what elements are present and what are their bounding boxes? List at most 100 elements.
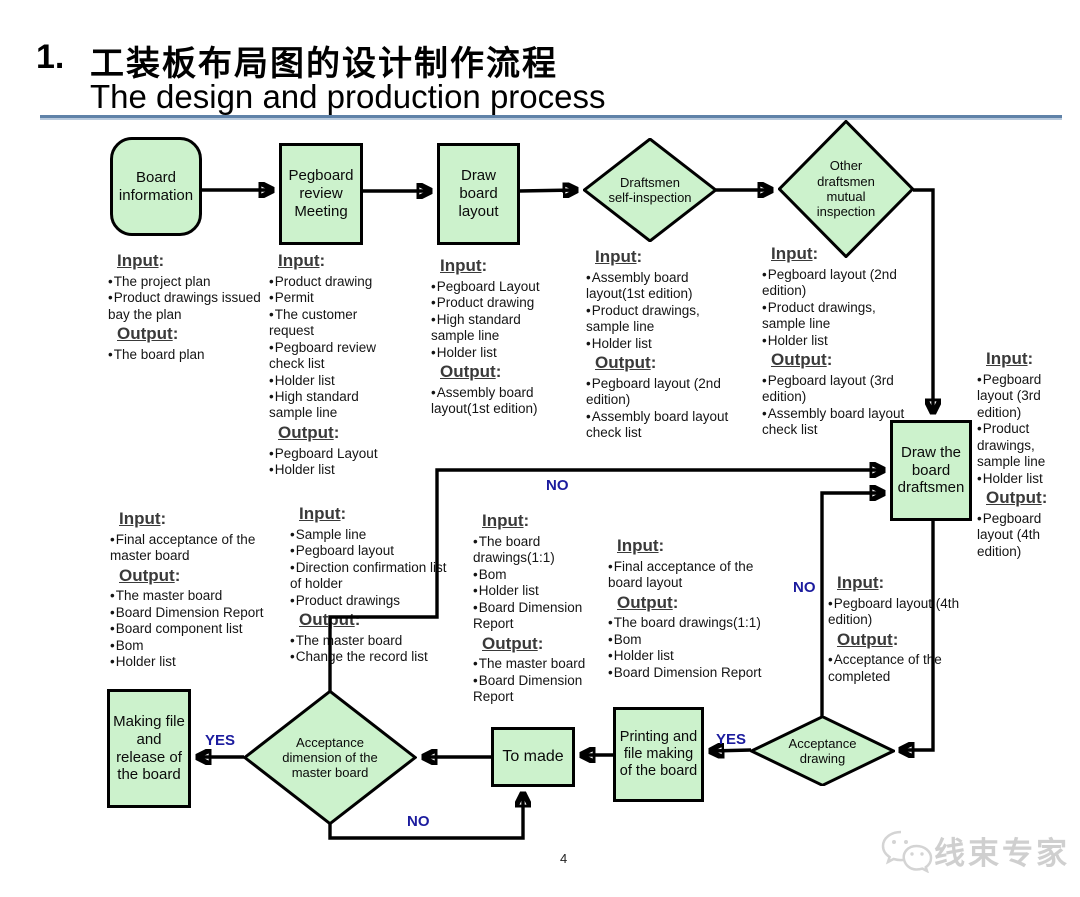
node-label: Acceptance dimension of the master board (282, 734, 378, 781)
io-block-making-file: Input: Final acceptance of the master bo… (110, 508, 290, 672)
list-item: The board drawings(1:1) (608, 615, 788, 631)
list-item: The master board (473, 656, 625, 672)
list-item: Board Dimension Report (473, 600, 625, 633)
list-item: Product drawing (431, 295, 566, 311)
colon: : (1041, 488, 1048, 508)
decision-acceptance-dimension: Acceptance dimension of the master board (243, 690, 417, 825)
list-item: Product drawings, sample line (586, 303, 736, 336)
list-item: Assembly board layout check list (762, 406, 922, 439)
list-item: Pegboard layout (3rd edition) (977, 372, 1077, 421)
output-label: Output (117, 324, 173, 344)
list-item: Product drawings issued bay the plan (108, 290, 278, 323)
output-label: Output (119, 565, 175, 585)
edge-draw-to-acceptance-drawing (901, 521, 935, 750)
list-item: Pegboard layout (4th edition) (828, 596, 988, 629)
input-label: Input (119, 509, 161, 528)
list-item: Final acceptance of the board layout (608, 559, 788, 592)
colon: : (354, 610, 361, 630)
output-label: Output (617, 592, 673, 612)
list-item: Acceptance of the completed (828, 652, 988, 685)
list-item: Product drawings, sample line (977, 421, 1077, 470)
diamond-shape (778, 120, 914, 258)
list-item: Pegboard layout (2nd edition) (586, 376, 736, 409)
input-list: Final acceptance of the board layout (608, 559, 788, 592)
list-item: Direction confirmation list of holder (290, 560, 448, 593)
list-item: Assembly board layout check list (586, 409, 736, 442)
colon: : (672, 592, 679, 612)
node-label: Making file and release of the board (113, 713, 185, 784)
list-item: High standard sample line (269, 389, 399, 422)
colon: : (826, 350, 833, 370)
list-item: Assembly board layout(1st edition) (431, 385, 566, 418)
colon: : (1027, 349, 1034, 368)
list-item: Holder list (586, 336, 736, 352)
colon: : (340, 504, 347, 523)
list-item: The master board (110, 588, 290, 604)
colon: : (333, 422, 340, 442)
colon: : (158, 251, 165, 270)
colon: : (495, 362, 502, 382)
edge-dimension-no-to-tomade (328, 794, 523, 840)
output-list: The master boardBoard Dimension ReportBo… (110, 588, 290, 670)
list-item: High standard sample line (431, 312, 566, 345)
list-item: Pegboard layout (290, 543, 448, 559)
list-item: Holder list (977, 471, 1077, 487)
list-item: Product drawings (290, 593, 448, 609)
input-list: Assembly board layout(1st edition)Produc… (586, 270, 736, 352)
input-list: Final acceptance of the master board (110, 532, 290, 565)
input-label: Input (595, 247, 637, 266)
output-list: Assembly board layout(1st edition) (431, 385, 566, 418)
edge-yes-to-printing (711, 750, 752, 751)
list-item: Pegboard Layout (431, 279, 566, 295)
list-item: Bom (110, 638, 290, 654)
colon: : (174, 565, 181, 585)
list-item: Holder list (762, 333, 922, 349)
colon: : (537, 633, 544, 653)
node-to-made: To made (491, 727, 575, 787)
colon: : (319, 251, 326, 270)
list-item: Bom (608, 632, 788, 648)
decision-acceptance-drawing: Acceptance drawing (750, 716, 895, 786)
output-label: Output (986, 488, 1042, 508)
list-item: Holder list (431, 345, 566, 361)
list-item: Sample line (290, 527, 448, 543)
list-item: The board plan (108, 347, 278, 363)
io-block-acceptance: Input: Pegboard layout (4th edition) Out… (828, 572, 988, 686)
watermark-text: 线束专家 (934, 836, 1070, 871)
input-list: Sample linePegboard layoutDirection conf… (290, 527, 448, 609)
list-item: Board component list (110, 621, 290, 637)
io-block-board-information: Input: The project planProduct drawings … (108, 250, 278, 364)
colon: : (878, 573, 885, 592)
output-list: Pegboard layout (2nd edition)Assembly bo… (586, 376, 736, 442)
title-chinese: 工装板布局图的设计制作流程 (90, 45, 558, 83)
output-label: Output (837, 629, 893, 649)
title-english: The design and production process (90, 78, 606, 115)
wechat-watermark-icon (881, 830, 933, 873)
list-item: The project plan (108, 274, 278, 290)
node-draw-the-board-draftsmen: Draw the board draftsmen (890, 420, 972, 521)
list-item: Holder list (269, 373, 399, 389)
input-label: Input (617, 536, 659, 555)
input-list: The board drawings(1:1)BomHolder listBoa… (473, 534, 625, 633)
input-list: Pegboard layout (2nd edition)Product dra… (762, 267, 922, 349)
yes-label-dimension: YES (205, 732, 236, 749)
output-label: Output (771, 350, 827, 370)
no-label-dimension-top: NO (546, 477, 569, 494)
list-item: The board drawings(1:1) (473, 534, 625, 567)
diamond-shape (583, 138, 717, 242)
input-list: The project planProduct drawings issued … (108, 274, 278, 323)
output-list: The board drawings(1:1)BomHolder listBoa… (608, 615, 788, 681)
output-list: The master boardBoard Dimension Report (473, 656, 625, 705)
input-label: Input (482, 511, 524, 530)
colon: : (481, 256, 488, 275)
io-block-printing-file: Input: Final acceptance of the board lay… (608, 535, 788, 682)
list-item: Product drawings, sample line (762, 300, 922, 333)
edge-mutual-to-draw (913, 188, 933, 412)
colon: : (636, 247, 643, 266)
list-item: Pegboard layout (4th edition) (977, 511, 1077, 560)
list-item: Board Dimension Report (110, 605, 290, 621)
edge-drawing-no-to-draw (820, 493, 883, 717)
input-label: Input (117, 251, 159, 270)
list-item: Board Dimension Report (473, 673, 625, 706)
